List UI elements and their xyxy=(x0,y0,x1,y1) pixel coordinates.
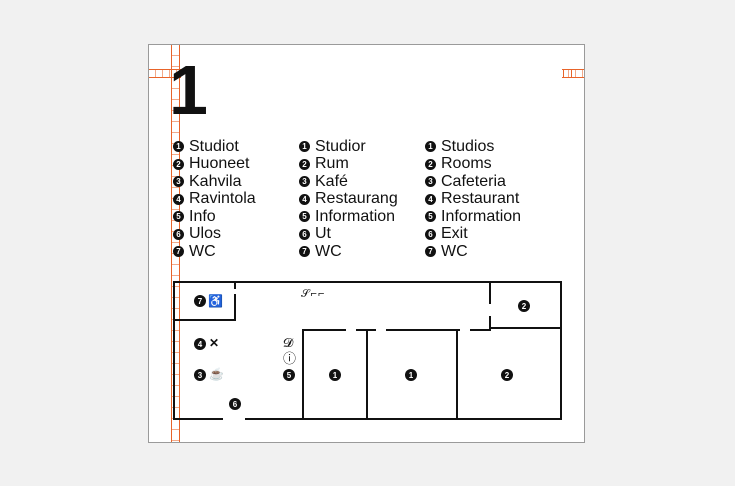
legend-item: 3 Cafeteria xyxy=(425,173,521,191)
cutlery-icon: ✕ xyxy=(209,336,220,350)
legend-item: 5 Information xyxy=(425,208,521,226)
marker-wc: 7 xyxy=(194,295,206,307)
legend-number-badge: 3 xyxy=(173,176,184,188)
guide-line-top-left xyxy=(149,69,181,78)
marker-exit: 6 xyxy=(229,398,241,410)
marker-info: 5 xyxy=(283,369,295,381)
legend-label: Kahvila xyxy=(189,172,242,190)
legend-item: 1 Studior xyxy=(299,138,398,156)
legend-number-badge: 5 xyxy=(173,211,184,223)
legend-label: Ut xyxy=(315,225,331,243)
legend-label: Ulos xyxy=(189,225,222,243)
hearing-loop-icon: 𝓓 xyxy=(283,335,293,350)
legend-number-badge: 7 xyxy=(173,246,184,258)
marker-room-large: 2 xyxy=(501,369,513,381)
legend-label: Restaurant xyxy=(441,190,520,208)
legend-number-badge: 2 xyxy=(425,158,436,170)
legend-item: 1 Studios xyxy=(425,138,521,156)
legend-label: Studior xyxy=(315,137,366,155)
legend-number-badge: 1 xyxy=(425,141,436,153)
legend-label: Restaurang xyxy=(315,190,398,208)
marker-studio-a: 1 xyxy=(329,369,341,381)
legend-label: Information xyxy=(441,207,522,225)
legend-label: Studios xyxy=(441,137,495,155)
legend-item: 4 Restaurant xyxy=(425,190,521,209)
marker-room-small: 2 xyxy=(518,300,530,312)
coffee-cup-icon: ☕ xyxy=(209,367,224,381)
legend-number-badge: 2 xyxy=(173,158,184,170)
legend-item: 3 Kafé xyxy=(299,173,398,191)
legend-label: Ravintola xyxy=(189,190,256,208)
legend-item: 5 Info xyxy=(173,208,256,226)
legend-label: WC xyxy=(441,242,468,260)
legend-item: 1 Studiot xyxy=(173,138,256,156)
legend-item: 5 Information xyxy=(299,208,398,226)
legend-item: 2 Rooms xyxy=(425,155,521,174)
legend-number-badge: 5 xyxy=(425,211,436,223)
legend-item: 4 Ravintola xyxy=(173,190,256,209)
legend-item: 7 WC xyxy=(173,243,256,261)
legend-number-badge: 4 xyxy=(425,193,436,205)
marker-cafeteria: 3 xyxy=(194,369,206,381)
guide-line-right xyxy=(563,69,572,78)
legend-number-badge: 2 xyxy=(299,158,310,170)
legend-label: Exit xyxy=(441,225,468,243)
legend-label: Kafé xyxy=(315,172,348,190)
legend-label: Huoneet xyxy=(189,155,250,173)
legend-label: Cafeteria xyxy=(441,172,506,190)
legend-number-badge: 6 xyxy=(425,228,436,240)
legend-number-badge: 7 xyxy=(425,246,436,258)
small-room-wall xyxy=(489,281,562,329)
legend-label: Information xyxy=(315,207,396,225)
info-icon: ⓘ xyxy=(283,351,297,366)
guide-line-top-right xyxy=(562,69,584,78)
legend-label: WC xyxy=(189,242,216,260)
legend-item: 2 Huoneet xyxy=(173,155,256,174)
legend-item: 6 Ut xyxy=(299,225,398,244)
legend-number-badge: 6 xyxy=(173,228,184,240)
legend-item: 7 WC xyxy=(425,243,521,261)
legend-swedish: 1 Studior 2 Rum 3 Kafé 4 Restaurang 5 Information… xyxy=(299,138,398,261)
legend-item: 6 Exit xyxy=(425,225,521,244)
legend-english: 1 Studios 2 Rooms 3 Cafeteria 4 Restaurant 5 Info… xyxy=(425,138,521,261)
legend-number-badge: 3 xyxy=(299,176,310,188)
legend-label: Rum xyxy=(315,155,349,173)
guide-line-left xyxy=(171,45,180,442)
legend-item: 3 Kahvila xyxy=(173,173,256,191)
legend-item: 2 Rum xyxy=(299,155,398,174)
legend-item: 4 Restaurang xyxy=(299,190,398,209)
legend-number-badge: 6 xyxy=(299,228,310,240)
legend-label: Rooms xyxy=(441,155,492,173)
legend-number-badge: 3 xyxy=(425,176,436,188)
floor-plan xyxy=(173,281,562,420)
legend-item: 7 WC xyxy=(299,243,398,261)
stairs-icon: 𝒮⌐⌐ xyxy=(301,288,326,300)
legend-item: 6 Ulos xyxy=(173,225,256,244)
legend-number-badge: 1 xyxy=(173,141,184,153)
legend-number-badge: 1 xyxy=(299,141,310,153)
wc-wall xyxy=(173,294,236,321)
floor-number: 1 xyxy=(169,51,208,129)
wheelchair-icon: ♿ xyxy=(208,294,223,308)
legend-number-badge: 7 xyxy=(299,246,310,258)
marker-restaurant: 4 xyxy=(194,338,206,350)
legend-label: Studiot xyxy=(189,137,239,155)
legend-number-badge: 4 xyxy=(173,193,184,205)
marker-studio-b: 1 xyxy=(405,369,417,381)
legend-label: WC xyxy=(315,242,342,260)
legend-label: Info xyxy=(189,207,216,225)
legend-number-badge: 4 xyxy=(299,193,310,205)
legend-number-badge: 5 xyxy=(299,211,310,223)
